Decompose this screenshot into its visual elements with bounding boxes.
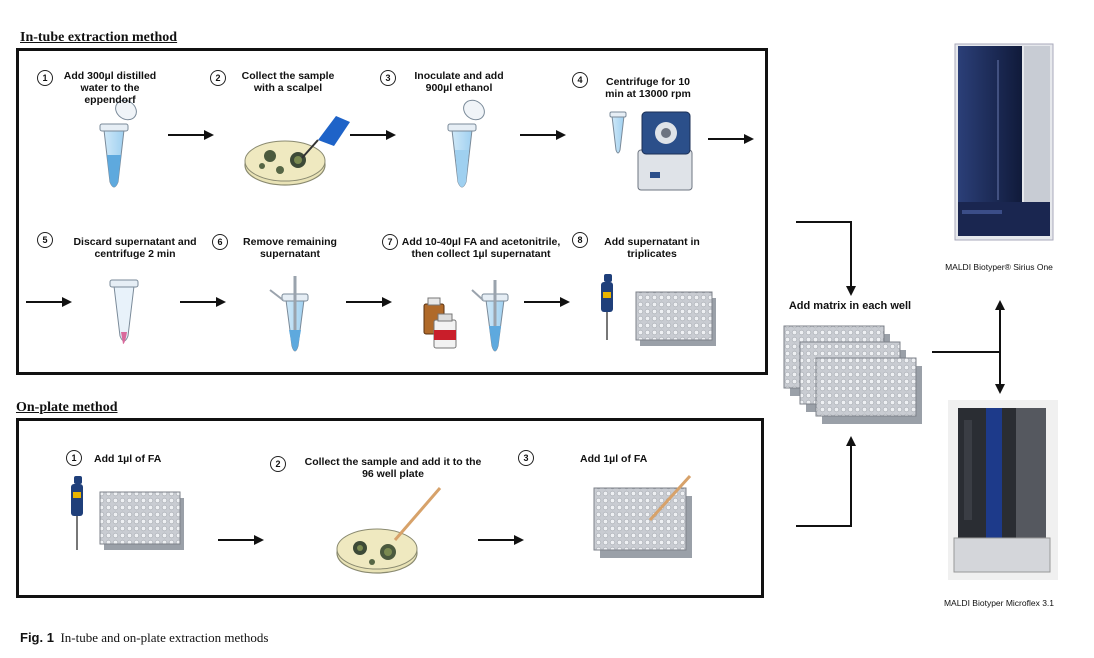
figure-caption-text: In-tube and on-plate extraction methods	[60, 630, 269, 645]
centrifuge-icon	[609, 111, 693, 191]
step-number: 1	[66, 450, 82, 466]
matrix-label: Add matrix in each well	[788, 300, 912, 312]
step-number: 5	[37, 232, 53, 248]
step-number: 3	[380, 70, 396, 86]
flow-arrows	[26, 130, 1005, 545]
step-number: 1	[37, 70, 53, 86]
in-tube-section-title: In-tube extraction method	[20, 30, 178, 45]
step-number: 7	[382, 234, 398, 250]
step-number: 2	[270, 456, 286, 472]
figure-caption: Fig. 1 In-tube and on-plate extraction m…	[20, 630, 268, 646]
step-label: Add 10-40µl FA and acetonitrile, then co…	[401, 236, 561, 260]
pipette-plate-icon	[71, 476, 184, 550]
reagent-bottles-icon	[423, 297, 457, 349]
instrument-label-microflex: MALDI Biotyper Microflex 3.1	[943, 598, 1055, 608]
tube-pipette-icon	[269, 276, 309, 352]
step-number: 3	[518, 450, 534, 466]
step-number: 8	[572, 232, 588, 248]
instrument-label-sirius: MALDI Biotyper® Sirius One	[945, 262, 1053, 272]
pipette-plate-icon	[601, 274, 716, 346]
petri-dish-scalpel-icon	[244, 116, 350, 186]
maldi-microflex-instrument	[948, 400, 1058, 580]
plate-swab-icon	[593, 474, 692, 558]
step-label: Remove remaining supernatant	[243, 236, 337, 260]
step-label: Inoculate and add 900µl ethanol	[414, 70, 504, 94]
tube-pipette-icon	[471, 280, 509, 352]
step-label: Add 1µl of FA	[580, 453, 648, 465]
step-label: Centrifuge for 10 min at 13000 rpm	[605, 76, 691, 100]
eppendorf-tube-icon	[99, 99, 137, 188]
matrix-plates-icon	[783, 325, 922, 424]
step-label: Collect the sample and add it to the 96 …	[304, 456, 482, 480]
figure-number: Fig. 1	[20, 630, 54, 645]
on-plate-section-title: On-plate method	[16, 400, 118, 415]
step-label: Add supernatant in triplicates	[604, 236, 700, 260]
step-label: Add 1µl of FA	[94, 453, 162, 465]
on-plate-panel	[16, 418, 764, 598]
petri-dish-swab-icon	[336, 487, 442, 574]
tube-pellet-icon	[109, 279, 139, 344]
step-number: 2	[210, 70, 226, 86]
step-label: Discard supernatant and centrifuge 2 min	[73, 236, 197, 260]
step-label: Add 300µl distilled water to the eppendo…	[63, 70, 157, 106]
maldi-sirius-one-instrument	[954, 43, 1054, 241]
in-tube-panel	[16, 48, 768, 375]
step-number: 4	[572, 72, 588, 88]
step-number: 6	[212, 234, 228, 250]
step-label: Collect the sample with a scalpel	[241, 70, 335, 94]
eppendorf-tube-icon	[447, 99, 485, 188]
